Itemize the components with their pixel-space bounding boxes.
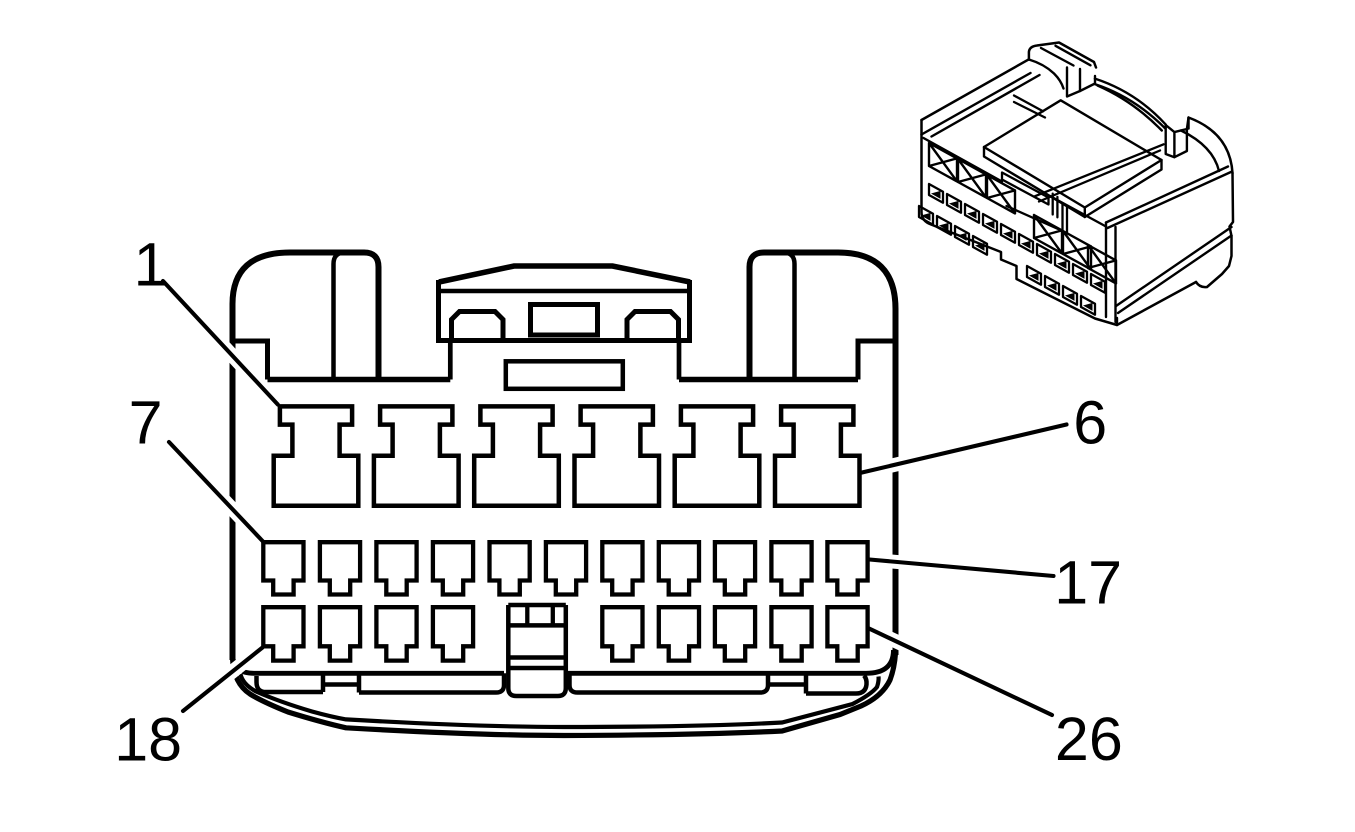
svg-text:6: 6 xyxy=(1073,389,1107,457)
svg-text:1: 1 xyxy=(134,230,168,298)
svg-text:18: 18 xyxy=(114,705,182,773)
svg-text:26: 26 xyxy=(1055,705,1123,773)
svg-text:7: 7 xyxy=(129,388,163,456)
svg-text:17: 17 xyxy=(1054,548,1122,616)
